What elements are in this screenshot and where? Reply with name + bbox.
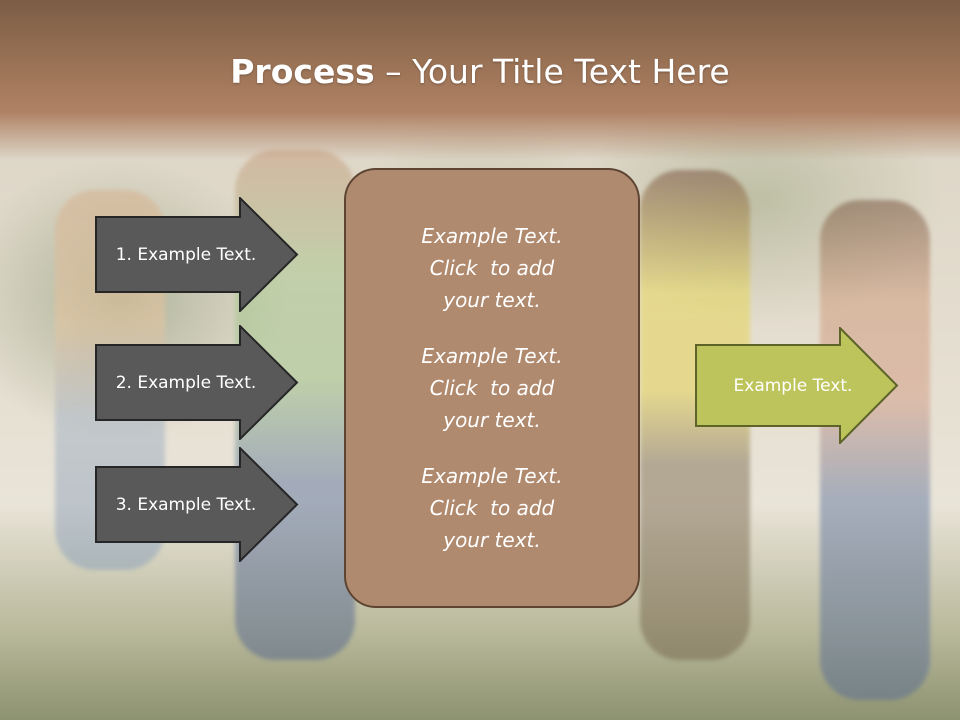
center-text-box[interactable]: Example Text. Click to add your text. Ex… bbox=[344, 168, 640, 608]
paragraph-line: your text. bbox=[443, 408, 541, 432]
title-rest: – Your Title Text Here bbox=[374, 52, 730, 91]
paragraph-line: Click to add bbox=[429, 376, 555, 400]
title-bar bbox=[0, 0, 960, 160]
title-strong: Process bbox=[230, 52, 375, 91]
process-arrow-3[interactable]: 3. Example Text. bbox=[95, 447, 299, 562]
process-arrow-label: 1. Example Text. bbox=[115, 244, 257, 265]
center-paragraph-1: Example Text. Click to add your text. bbox=[377, 220, 607, 316]
process-arrow-label: 2. Example Text. bbox=[115, 372, 257, 393]
paragraph-line: Click to add bbox=[429, 256, 555, 280]
center-paragraph-3: Example Text. Click to add your text. bbox=[377, 460, 607, 556]
process-arrow-label: 3. Example Text. bbox=[115, 494, 257, 515]
paragraph-line: your text. bbox=[443, 528, 541, 552]
paragraph-line: your text. bbox=[443, 288, 541, 312]
process-arrow-1[interactable]: 1. Example Text. bbox=[95, 197, 299, 312]
background-photo-child bbox=[820, 200, 930, 700]
paragraph-line: Click to add bbox=[429, 496, 555, 520]
paragraph-line: Example Text. bbox=[421, 224, 563, 248]
result-arrow-label: Example Text. bbox=[733, 375, 853, 396]
result-arrow[interactable]: Example Text. bbox=[695, 327, 899, 444]
center-paragraph-2: Example Text. Click to add your text. bbox=[377, 340, 607, 436]
paragraph-line: Example Text. bbox=[421, 464, 563, 488]
process-arrow-2[interactable]: 2. Example Text. bbox=[95, 325, 299, 440]
slide-title[interactable]: Process – Your Title Text Here bbox=[0, 52, 960, 91]
paragraph-line: Example Text. bbox=[421, 344, 563, 368]
